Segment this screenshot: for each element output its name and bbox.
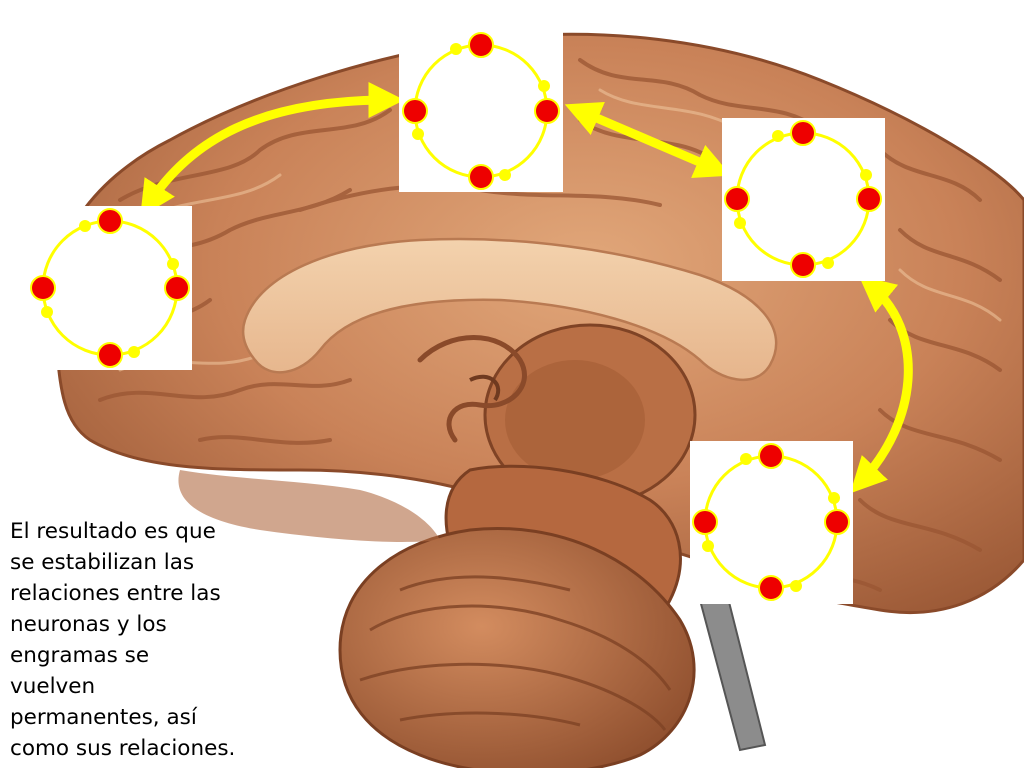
synapse-dot [822,257,834,269]
neuron-node [534,98,560,124]
synapse-dot [412,128,424,140]
neuron-node [790,252,816,278]
synapse-dot [450,43,462,55]
synapse-dot [499,169,511,181]
arrow-right-to-bottom [850,275,913,494]
neuron-node [97,208,123,234]
synapse-dot [790,580,802,592]
corpus-callosum [241,237,778,382]
neuron-node [824,509,850,535]
neuron-node [692,509,718,535]
neural-circuit-bottom [690,441,853,604]
neuron-node [164,275,190,301]
synapse-dot [734,217,746,229]
synapse-dot [828,492,840,504]
synapse-dot [772,130,784,142]
neural-circuit-left [29,206,192,370]
neuron-node [30,275,56,301]
neuron-node [402,98,428,124]
synapse-dot [740,453,752,465]
neuron-node [97,342,123,368]
synapse-dot [41,306,53,318]
synapse-dot [860,169,872,181]
synapse-dot [702,540,714,552]
caption-text: El resultado es que se estabilizan las r… [10,519,236,761]
synapse-dot [128,346,140,358]
neuron-node [468,32,494,58]
neuron-node [724,186,750,212]
neuron-node [758,575,784,601]
neuron-node [468,164,494,190]
neuron-node [758,443,784,469]
synapse-dot [538,80,550,92]
synapse-dot [167,258,179,270]
cerebellum [338,527,696,768]
neural-circuit-right [722,118,885,281]
neural-circuit-top [399,30,563,192]
arrow-left-to-top [140,82,405,218]
arrow-top-to-right [564,101,732,179]
neuron-node [790,120,816,146]
neuron-node [856,186,882,212]
synapse-dot [79,220,91,232]
